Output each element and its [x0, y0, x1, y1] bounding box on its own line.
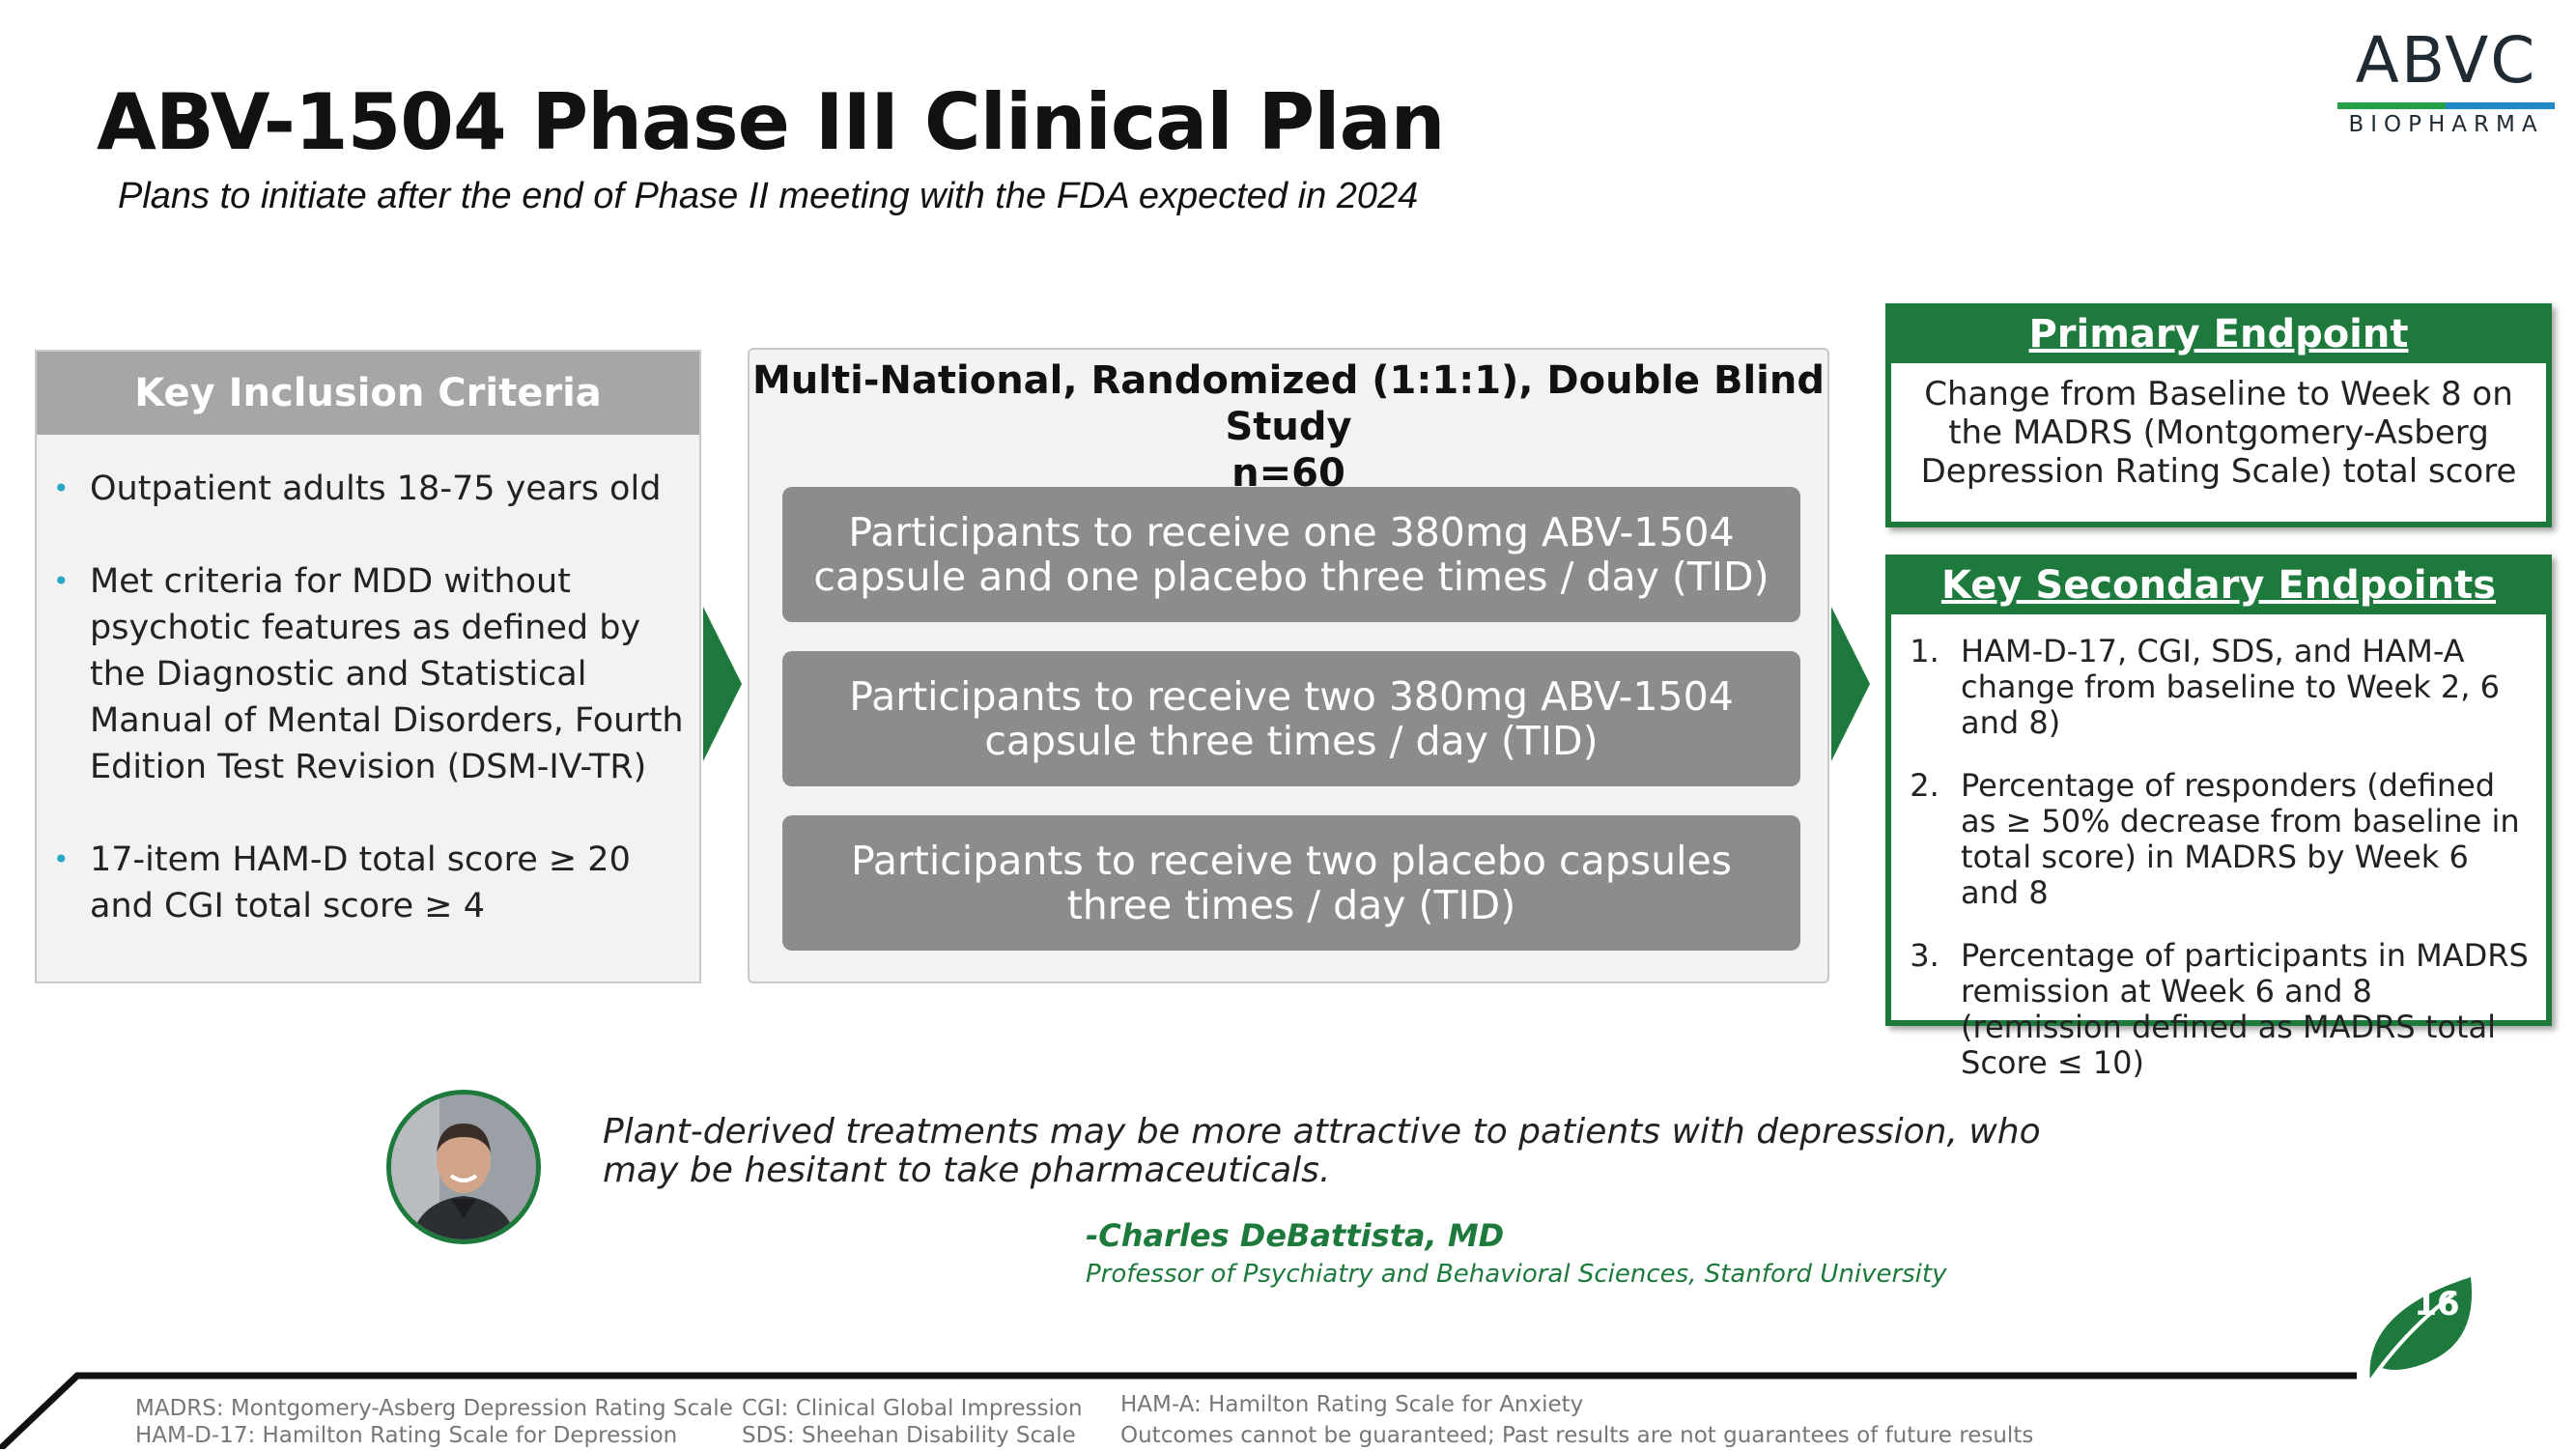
quote-author-title: Professor of Psychiatry and Behavioral S…: [1086, 1260, 1947, 1289]
footnote-line: CGI: Clinical Global Impression: [742, 1396, 1083, 1421]
logo-wordmark: ABVC: [2355, 23, 2537, 98]
inclusion-criteria-list: Outpatient adults 18-75 years old Met cr…: [37, 466, 703, 976]
footnote-line: SDS: Sheehan Disability Scale: [742, 1423, 1076, 1448]
logo-subtitle: BIOPHARMA: [2348, 112, 2544, 137]
study-title: Multi-National, Randomized (1:1:1), Doub…: [752, 358, 1825, 449]
page-title: ABV-1504 Phase III Clinical Plan: [97, 77, 1445, 167]
leaf-icon: [2368, 1277, 2473, 1383]
secondary-endpoints-heading: Key Secondary Endpoints: [1891, 560, 2546, 614]
right-arrow-icon: [703, 607, 742, 761]
logo-green-bar: [2337, 102, 2446, 109]
secondary-endpoint-item: Percentage of responders (defined as ≥ 5…: [1949, 768, 2533, 911]
logo-blue-bar: [2446, 102, 2555, 109]
inclusion-criteria-panel: Key Inclusion Criteria Outpatient adults…: [35, 350, 701, 983]
avatar-photo: [386, 1090, 541, 1244]
quote-text: Plant-derived treatments may be more att…: [603, 1112, 2041, 1190]
page-number: 16: [2414, 1285, 2460, 1323]
study-heading: Multi-National, Randomized (1:1:1), Doub…: [750, 357, 1827, 497]
footnote-col-2: CGI: Clinical Global Impression SDS: She…: [742, 1395, 1083, 1449]
abvc-logo: ABVC BIOPHARMA: [2337, 23, 2555, 137]
study-arm-2: Participants to receive two 380mg ABV-15…: [782, 651, 1800, 786]
secondary-endpoints-list: HAM-D-17, CGI, SDS, and HAM-A change fro…: [1891, 614, 2546, 1081]
secondary-endpoints-panel: Key Secondary Endpoints HAM-D-17, CGI, S…: [1885, 555, 2552, 1081]
secondary-endpoint-item: Percentage of participants in MADRS remi…: [1949, 938, 2533, 1081]
inclusion-criteria-heading: Key Inclusion Criteria: [37, 352, 699, 435]
quote-author: -Charles DeBattista, MD: [1086, 1217, 1505, 1254]
footnote-line: MADRS: Montgomery-Asberg Depression Rati…: [135, 1396, 733, 1421]
study-arm-3: Participants to receive two placebo caps…: [782, 815, 1800, 951]
footnote-col-3: HAM-A: Hamilton Rating Scale for Anxiety…: [1120, 1389, 2033, 1451]
page-subtitle: Plans to initiate after the end of Phase…: [118, 176, 1419, 216]
footer-divider: [0, 1372, 2357, 1449]
primary-endpoint-panel: Primary Endpoint Change from Baseline to…: [1885, 303, 2552, 527]
inclusion-item: Outpatient adults 18-75 years old: [53, 466, 684, 512]
footnote-col-1: MADRS: Montgomery-Asberg Depression Rati…: [135, 1395, 733, 1449]
footnote-line: HAM-D-17: Hamilton Rating Scale for Depr…: [135, 1423, 678, 1448]
inclusion-item: Met criteria for MDD without psychotic f…: [53, 558, 684, 790]
footnote-line: HAM-A: Hamilton Rating Scale for Anxiety: [1120, 1392, 1584, 1417]
portrait-illustration: [391, 1095, 536, 1239]
primary-endpoint-text: Change from Baseline to Week 8 on the MA…: [1920, 375, 2517, 491]
right-arrow-icon: [1831, 607, 1870, 761]
secondary-endpoint-item: HAM-D-17, CGI, SDS, and HAM-A change fro…: [1949, 634, 2533, 741]
footnote-line: Outcomes cannot be guaranteed; Past resu…: [1120, 1423, 2034, 1448]
study-design-panel: Multi-National, Randomized (1:1:1), Doub…: [748, 348, 1829, 983]
primary-endpoint-heading: Primary Endpoint: [1891, 309, 2546, 363]
inclusion-item: 17-item HAM-D total score ≥ 20 and CGI t…: [53, 837, 684, 929]
study-arm-1: Participants to receive one 380mg ABV-15…: [782, 487, 1800, 622]
